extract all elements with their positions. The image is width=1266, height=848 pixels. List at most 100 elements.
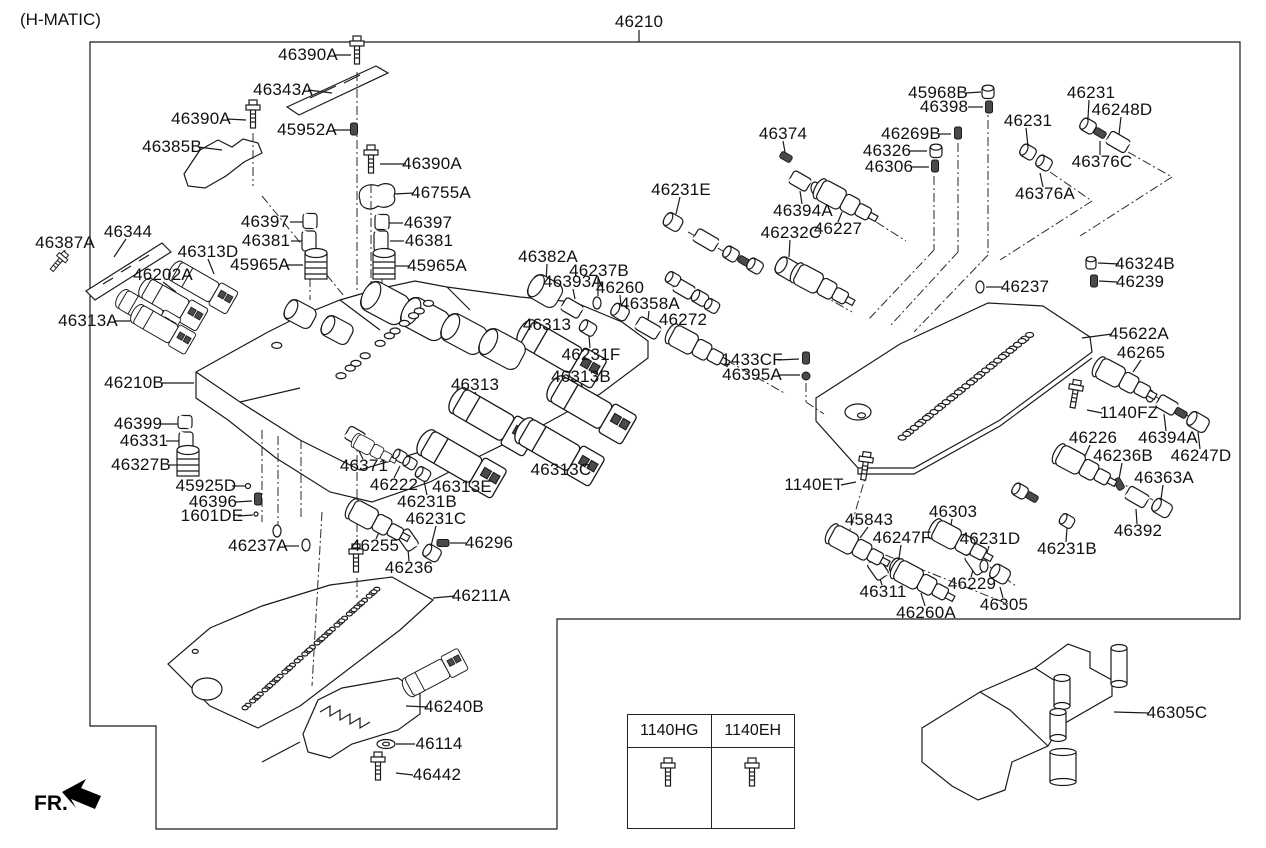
- part-label: 46231E: [651, 180, 711, 199]
- bracket-46305C: [921, 643, 1113, 801]
- ring-figure: [244, 482, 252, 490]
- sol-figure: [138, 277, 209, 332]
- cyl-figure: [610, 302, 630, 322]
- part-label: 46211A: [451, 586, 511, 605]
- part-label: 1601DE: [180, 506, 244, 525]
- cyl-figure: [1019, 143, 1037, 161]
- part-label: 46358A: [620, 294, 680, 313]
- part-label: 46313B: [551, 367, 611, 386]
- bolt-figure: [1068, 378, 1085, 409]
- spr-figure: [177, 414, 193, 430]
- bolt-figure: [370, 751, 386, 781]
- valve-figure: [344, 498, 411, 543]
- gasket-plate: [167, 576, 435, 729]
- part-label: 46394A: [773, 201, 833, 220]
- part-label: 46363A: [1134, 468, 1194, 487]
- acc-figure: [304, 247, 328, 280]
- cyl-figure: [399, 296, 451, 342]
- ring-figure: [979, 559, 989, 573]
- valve-figure: [664, 323, 731, 368]
- bolt-figure: [348, 543, 364, 573]
- part-label: 46331: [119, 431, 169, 450]
- fr-label: FR.: [34, 792, 68, 815]
- valve-figure: [789, 262, 856, 307]
- vcyl-figure: [1110, 643, 1128, 689]
- fastener-col-1140EH: 1140EH: [724, 722, 782, 739]
- spr-figure: [374, 213, 390, 231]
- fastener-col-1140HG: 1140HG: [628, 715, 712, 747]
- part-label: 46394A: [1138, 428, 1198, 447]
- pin-figure: [436, 539, 450, 547]
- pin-figure: [1090, 274, 1098, 288]
- ring-figure: [975, 280, 985, 294]
- part-label: 46305C: [1146, 703, 1208, 722]
- part-label: 46231: [1003, 111, 1053, 130]
- fastener-table: 1140HG 1140EH: [627, 714, 795, 829]
- part-label: 1433CF: [721, 350, 783, 369]
- part-label: 46313A: [58, 311, 118, 330]
- plate-46755A: [358, 183, 396, 210]
- cyl-figure: [1058, 513, 1076, 529]
- bolt-figure: [49, 250, 70, 273]
- valve-figure: [889, 558, 956, 603]
- part-label: 46248D: [1091, 100, 1153, 119]
- part-label: 46395A: [722, 365, 782, 384]
- pin-figure: [1174, 407, 1188, 419]
- cyl-figure: [283, 298, 317, 330]
- cyl-figure: [929, 143, 943, 159]
- part-label: 46376A: [1015, 184, 1075, 203]
- vcyl-figure: [1053, 673, 1071, 711]
- part-label: 46260A: [896, 603, 956, 622]
- ring-figure: [272, 524, 282, 538]
- cyl-figure: [402, 455, 418, 471]
- cyl-figure: [440, 312, 488, 356]
- part-label: 46344: [103, 222, 153, 241]
- cyl-figure: [478, 327, 526, 371]
- cyl-figure: [414, 466, 432, 482]
- cyl-figure: [578, 319, 598, 337]
- spr-figure: [1123, 485, 1151, 509]
- part-label: 45968B: [908, 83, 968, 102]
- ring-figure: [592, 296, 602, 310]
- sol-figure: [514, 417, 605, 487]
- part-label: 46231D: [959, 529, 1021, 548]
- part-label: 46265: [1116, 343, 1166, 362]
- vcyl-figure: [1049, 747, 1077, 787]
- part-label: 45965A: [230, 255, 290, 274]
- cyl-figure: [664, 271, 682, 287]
- part-label: 46371: [339, 456, 389, 475]
- part-label: 46237: [1000, 277, 1050, 296]
- cyl-figure: [746, 257, 764, 275]
- part-label: 46327B: [111, 455, 171, 474]
- part-label: 46239: [1115, 272, 1165, 291]
- plate-holes: [191, 299, 1035, 711]
- valve-figure: [1091, 356, 1158, 401]
- spr-figure: [634, 316, 662, 340]
- part-label: 46231: [1066, 83, 1116, 102]
- pin-figure: [802, 351, 810, 365]
- cyl-figure: [359, 280, 411, 326]
- part-label: 46343A: [253, 80, 313, 99]
- vcyl-figure: [1049, 707, 1067, 743]
- part-label: 46236B: [1093, 446, 1153, 465]
- spr-figure: [373, 230, 389, 252]
- sol-figure: [130, 304, 197, 355]
- part-label: 46202A: [133, 265, 193, 284]
- part-label: 46393A: [543, 272, 603, 291]
- part-label: 45622A: [1109, 324, 1169, 343]
- part-label: 46392: [1113, 521, 1163, 540]
- cyl-figure: [1186, 410, 1210, 434]
- cyl-figure: [703, 298, 721, 314]
- part-label: 46397: [403, 213, 453, 232]
- cyl-figure: [722, 245, 740, 263]
- part-label: 45952A: [277, 120, 337, 139]
- part-label: 46387A: [35, 233, 95, 252]
- bolt-figure: [660, 757, 676, 787]
- bracket-46385B: [183, 138, 263, 189]
- part-label: 46231F: [561, 345, 621, 364]
- part-label: 46313E: [432, 477, 492, 496]
- bolt-figure: [349, 35, 365, 65]
- valve-figure: [1051, 443, 1118, 488]
- part-label: 46231B: [397, 492, 457, 511]
- part-label: 46382A: [518, 247, 578, 266]
